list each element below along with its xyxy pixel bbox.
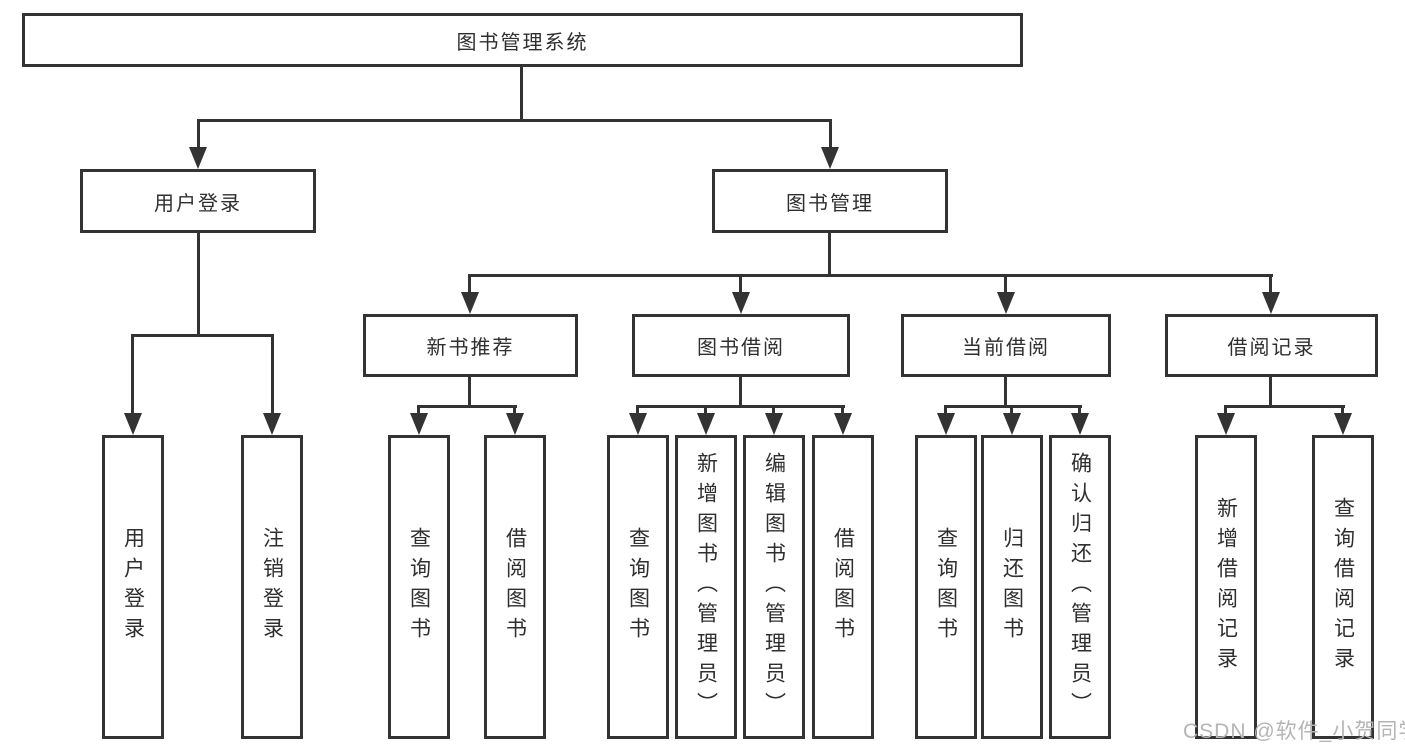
arrow-down-icon bbox=[410, 413, 428, 435]
leaf-query-books-recommend: 查询图书 bbox=[388, 435, 450, 739]
arrow-down-icon bbox=[1217, 413, 1235, 435]
connector-line bbox=[829, 119, 832, 147]
node-current-borrow: 当前借阅 bbox=[901, 314, 1111, 377]
connector-line bbox=[513, 405, 516, 413]
arrow-down-icon bbox=[1071, 413, 1089, 435]
connector-line bbox=[828, 233, 831, 276]
connector-line bbox=[1224, 405, 1345, 408]
connector-line bbox=[1010, 405, 1013, 413]
node-user-login: 用户登录 bbox=[80, 169, 316, 233]
connector-line bbox=[520, 67, 523, 120]
arrow-down-icon bbox=[263, 413, 281, 435]
arrow-down-icon bbox=[124, 413, 142, 435]
arrow-down-icon bbox=[1003, 413, 1021, 435]
arrow-down-icon bbox=[506, 413, 524, 435]
connector-line bbox=[1269, 377, 1272, 406]
leaf-query-borrow-record: 查询借阅记录 bbox=[1312, 435, 1374, 739]
leaf-query-books-current: 查询图书 bbox=[915, 435, 977, 739]
connector-line bbox=[636, 405, 639, 413]
arrow-down-icon bbox=[997, 292, 1015, 314]
leaf-logout: 注销登录 bbox=[241, 435, 303, 739]
connector-line bbox=[1341, 405, 1344, 413]
connector-line bbox=[1004, 377, 1007, 406]
connector-line bbox=[1224, 405, 1227, 413]
connector-line bbox=[197, 119, 200, 147]
connector-line bbox=[197, 119, 832, 122]
connector-line bbox=[1004, 274, 1007, 292]
node-library-management-system: 图书管理系统 bbox=[22, 13, 1023, 67]
connector-line bbox=[417, 405, 517, 408]
arrow-down-icon bbox=[629, 413, 647, 435]
leaf-add-book-admin: 新增图书（管理员） bbox=[675, 435, 737, 739]
connector-line bbox=[739, 377, 742, 406]
connector-line bbox=[944, 405, 947, 413]
arrow-down-icon bbox=[1262, 292, 1280, 314]
connector-line bbox=[468, 377, 471, 406]
connector-line bbox=[131, 334, 134, 413]
arrow-down-icon bbox=[461, 292, 479, 314]
arrow-down-icon bbox=[1334, 413, 1352, 435]
connector-line bbox=[704, 405, 707, 413]
arrow-down-icon bbox=[697, 413, 715, 435]
connector-line bbox=[636, 405, 845, 408]
connector-line bbox=[271, 334, 274, 413]
connector-line bbox=[841, 405, 844, 413]
connector-line bbox=[944, 405, 1082, 408]
arrow-down-icon bbox=[834, 413, 852, 435]
leaf-add-borrow-record: 新增借阅记录 bbox=[1195, 435, 1257, 739]
node-new-book-recommend: 新书推荐 bbox=[363, 314, 578, 377]
node-borrow-records: 借阅记录 bbox=[1165, 314, 1378, 377]
connector-line bbox=[1078, 405, 1081, 413]
connector-line bbox=[468, 274, 1273, 277]
connector-line bbox=[197, 233, 200, 336]
leaf-user-login: 用户登录 bbox=[102, 435, 164, 739]
arrow-down-icon bbox=[765, 413, 783, 435]
leaf-borrow-books-recommend: 借阅图书 bbox=[484, 435, 546, 739]
leaf-edit-book-admin: 编辑图书（管理员） bbox=[743, 435, 805, 739]
arrow-down-icon bbox=[732, 292, 750, 314]
arrow-down-icon bbox=[821, 147, 839, 169]
connector-line bbox=[1269, 274, 1272, 292]
connector-line bbox=[131, 334, 274, 337]
arrow-down-icon bbox=[937, 413, 955, 435]
connector-line bbox=[739, 274, 742, 292]
arrow-down-icon bbox=[189, 147, 207, 169]
leaf-query-books-borrow: 查询图书 bbox=[607, 435, 669, 739]
leaf-borrow-books: 借阅图书 bbox=[812, 435, 874, 739]
node-book-borrow: 图书借阅 bbox=[632, 314, 850, 377]
csdn-watermark: CSDN @软件_小贺同学 bbox=[1183, 720, 1405, 743]
node-book-management: 图书管理 bbox=[712, 169, 948, 233]
connector-line bbox=[772, 405, 775, 413]
connector-line bbox=[417, 405, 420, 413]
connector-line bbox=[468, 274, 471, 292]
leaf-return-book: 归还图书 bbox=[981, 435, 1043, 739]
leaf-confirm-return-admin: 确认归还（管理员） bbox=[1049, 435, 1111, 739]
